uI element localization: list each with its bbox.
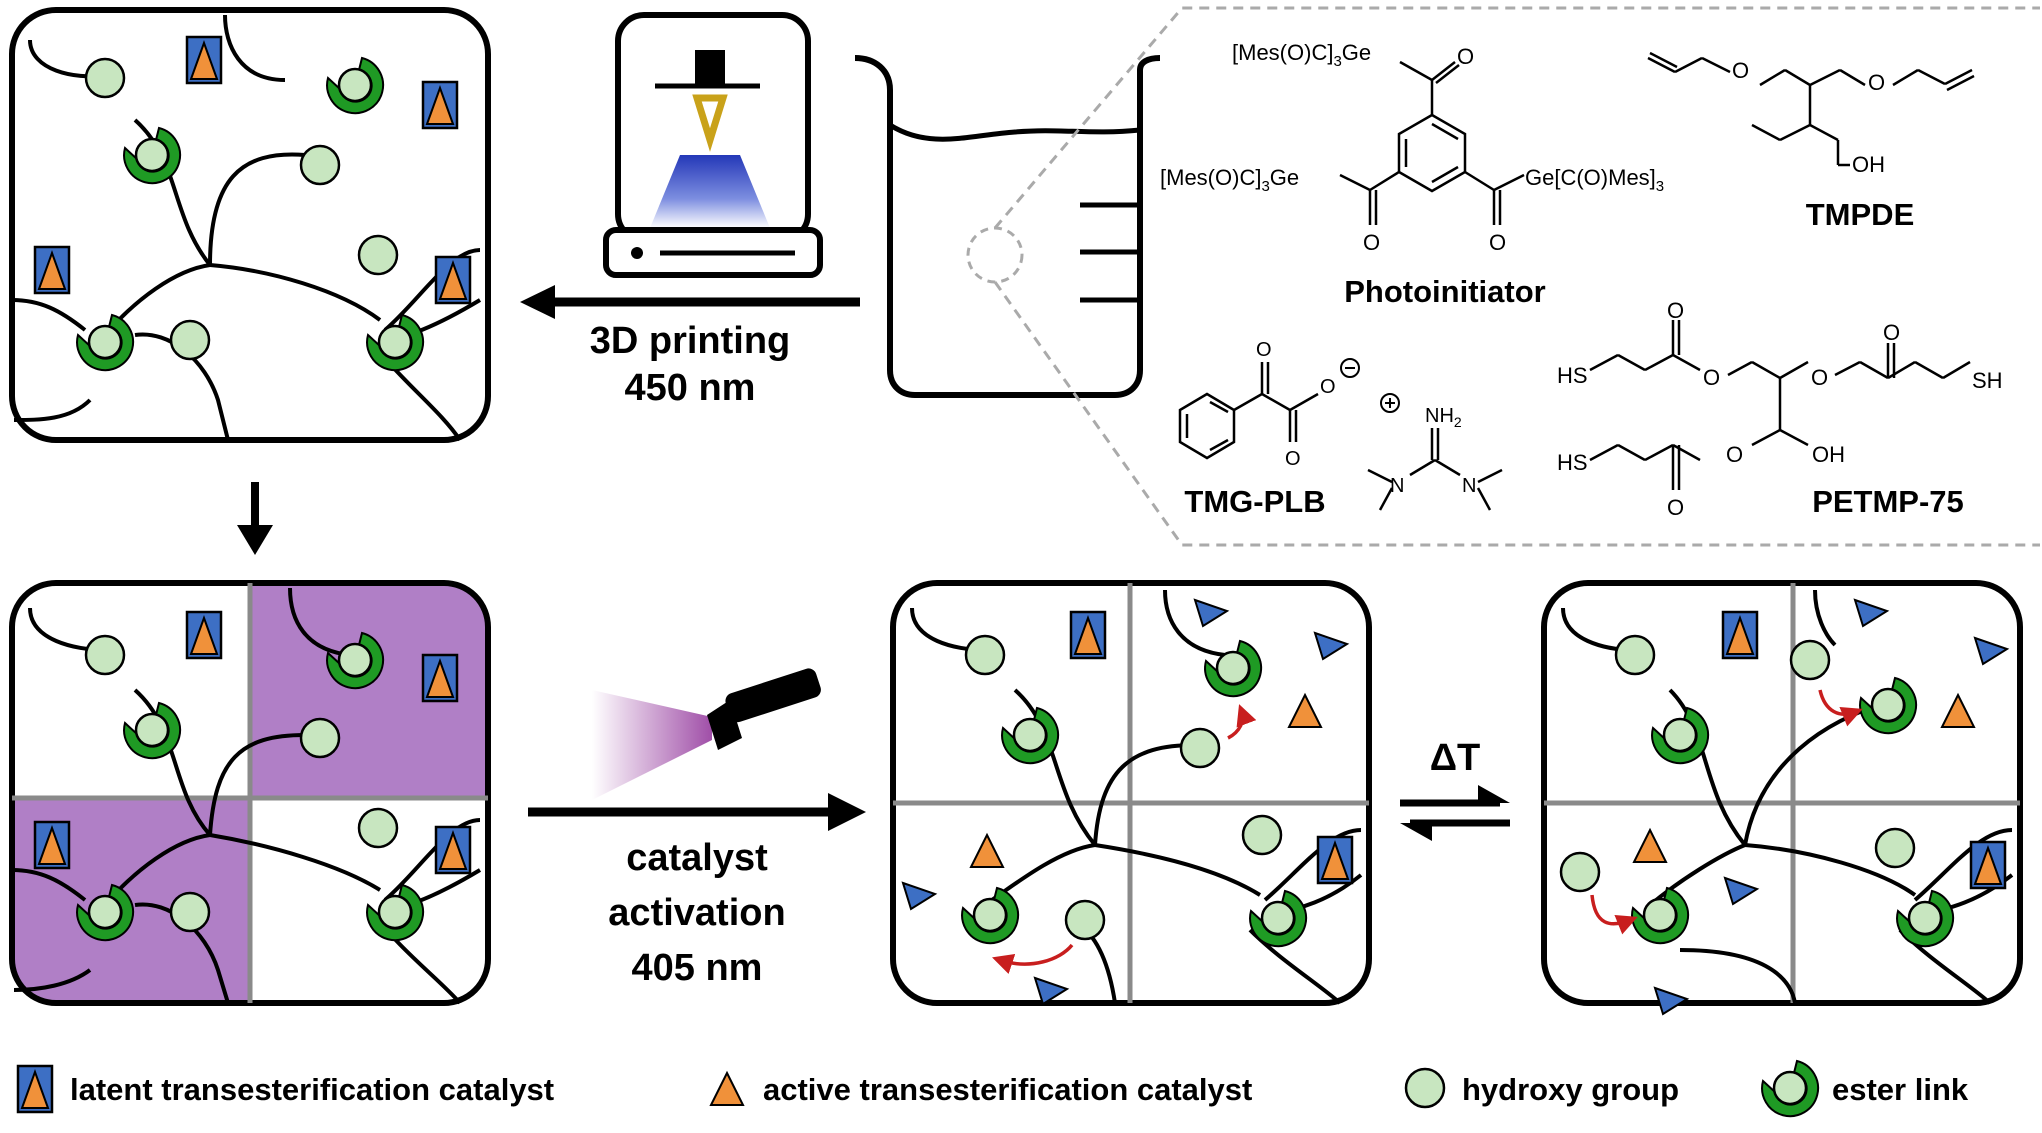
label-printing-wavelength: 450 nm [625,367,756,409]
tmg-oxygen-top: O [1256,339,1272,361]
tmg-nitrogen-right: N [1462,475,1476,497]
photoinitiator-label: Photoinitiator [1344,274,1545,309]
tmg-plb-label: TMG-PLB [1184,484,1325,519]
arrow-down [237,482,273,555]
label-3d-printing: 3D printing [590,320,791,362]
label-activation-wavelength: 405 nm [632,947,763,989]
legend-latent-label: latent transesterification catalyst [70,1072,554,1107]
tmpde-structure: O O OH TMPDE [1647,51,1975,232]
tmg-plb-structure: O O O NH2 N N TMG-PLB [1178,339,1503,519]
petmp-oxygen-3: O [1811,365,1828,390]
panel-masked-exposure [9,580,491,1006]
petmp-thiol-1: HS [1557,363,1588,388]
legend-hydroxy-label: hydroxy group [1462,1072,1679,1107]
petmp-oxygen-4: O [1883,320,1900,345]
pi-oxygen-right: O [1489,230,1506,255]
pi-group-right: Ge[C(O)Mes]3 [1525,165,1664,195]
pi-group-top: [Mes(O)C]3Ge [1232,40,1371,70]
formulation-callout [993,6,2040,547]
petmp-hydroxyl: OH [1812,442,1845,467]
equilibrium-arrows: ΔT [1400,737,1510,841]
beaker-icon [854,55,1161,398]
photoinitiator-structure: [Mes(O)C]3Ge O [Mes(O)C]3Ge Ge[C(O)Mes]3… [1160,40,1664,309]
legend-active-swatch [710,1072,744,1106]
tmg-amine: NH2 [1425,405,1462,430]
petmp-oxygen-2: O [1703,365,1720,390]
legend-active-label: active transesterification catalyst [763,1072,1252,1107]
petmp-label: PETMP-75 [1812,484,1964,519]
legend-hydroxy-swatch [1404,1067,1446,1109]
legend-ester-label: ester link [1832,1072,1969,1107]
tmg-nitrogen-left: N [1390,475,1404,497]
petmp-oxygen-1: O [1667,298,1684,323]
petmp-oxygen-5: O [1726,442,1743,467]
tmg-oxygen-bottom: O [1285,448,1301,470]
tmpde-hydroxyl: OH [1852,152,1885,177]
label-activation-1: catalyst [626,837,768,879]
arrow-catalyst-activation [528,793,866,831]
tmg-oxygen-anion: O [1320,376,1336,398]
petmp-structure: HS O O O O SH OH O HS O PETMP-75 [1557,298,2003,520]
label-delta-t: ΔT [1430,737,1481,779]
tmpde-label: TMPDE [1806,197,1915,232]
panel-printed-network [9,7,491,443]
printer-icon [603,12,823,278]
legend-ester-swatch [1760,1059,1820,1118]
petmp-thiol-2: SH [1972,368,2003,393]
flashlight-icon [592,668,821,800]
label-activation-2: activation [608,892,785,934]
legend-latent-swatch [16,1064,54,1114]
petmp-thiol-3: HS [1557,450,1588,475]
legend: latent transesterification catalyst acti… [16,1059,1969,1118]
arrow-3d-printing [520,285,860,319]
pi-oxygen-left: O [1363,230,1380,255]
tmpde-oxygen-right: O [1868,70,1885,95]
pi-oxygen-top: O [1457,44,1474,69]
panel-exchanged-network [1541,580,2023,1015]
tmpde-oxygen-left: O [1732,58,1749,83]
panel-activated-network [890,580,1372,1006]
petmp-oxygen-6: O [1667,495,1684,520]
pi-group-left: [Mes(O)C]3Ge [1160,165,1299,195]
